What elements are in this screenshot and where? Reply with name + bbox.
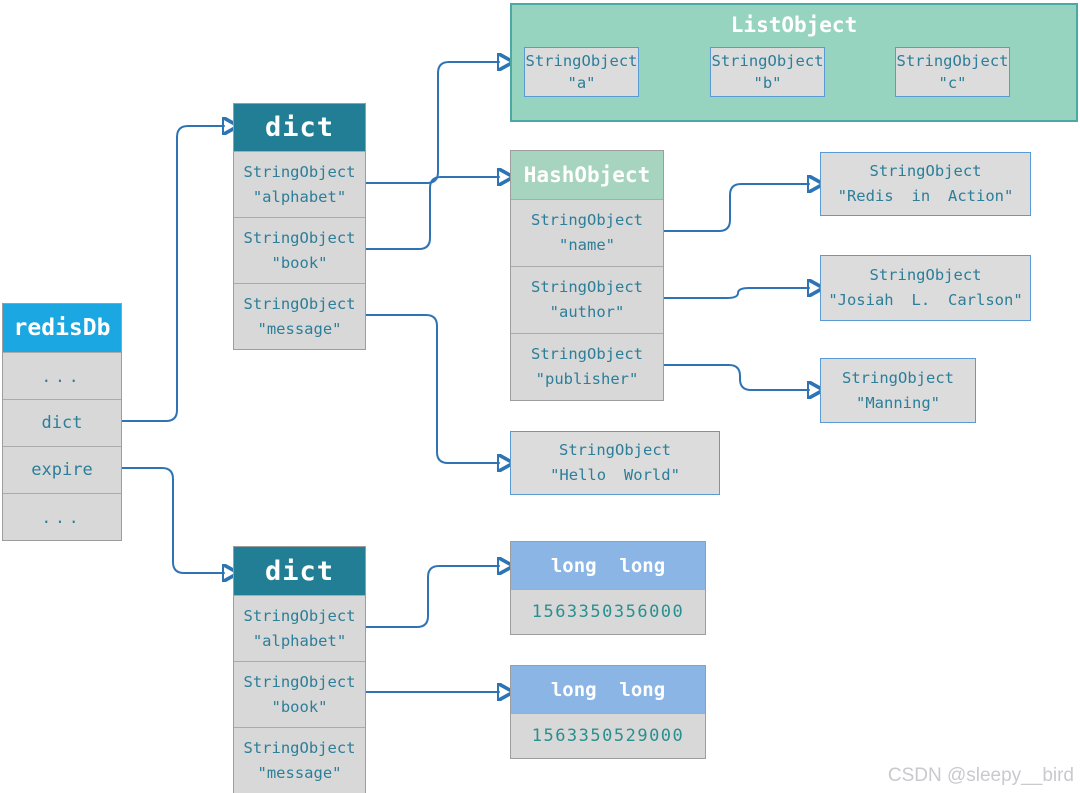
row-type-label: StringObject [243,162,356,181]
stringbox-hello-world: StringObject "Hello World" [510,431,720,495]
row-type-label: StringObject [243,606,356,625]
row-type-label: StringObject [243,294,356,313]
row-type-label: StringObject [531,345,643,363]
arrow-author-to-josiah [663,288,809,299]
arrow-publisher-to-manning [663,364,809,390]
row-value-label: "message" [257,763,342,782]
hashobject-header: HashObject [511,151,663,199]
hashobject-row-publisher: StringObject "publisher" [511,333,663,400]
row-value-label: "Redis in Action" [837,187,1014,205]
listobject-item-a: StringObject "a" [524,47,639,97]
top-dict-row-alphabet: StringObject "alphabet" [234,151,365,217]
hashobject-box: HashObject StringObject "name" StringObj… [510,150,664,401]
row-value-label: "book" [271,253,328,272]
redisdb-header: redisDb [3,304,121,352]
row-value-label: "b" [753,74,782,92]
longlong-box-2: long long 1563350529000 [510,665,706,759]
row-value-label: "name" [559,236,615,254]
top-dict-header: dict [234,104,365,151]
redisdb-row-ellipsis-bottom: ... [3,493,121,540]
row-value-label: "a" [567,74,596,92]
row-value-label: "alphabet" [252,187,347,206]
row-value-label: "book" [271,697,328,716]
row-value-label: "alphabet" [252,631,347,650]
listobject-item-c: StringObject "c" [895,47,1010,97]
listobject-item-b: StringObject "b" [710,47,825,97]
longlong-header: long long [511,542,705,589]
row-type-label: StringObject [243,672,356,691]
row-type-label: StringObject [869,162,982,180]
arrow-alphabet-to-long1 [365,566,499,628]
row-type-label: StringObject [525,52,638,70]
arrow-alphabet-to-listobject [365,62,499,184]
hashobject-row-name: StringObject "name" [511,199,663,266]
csdn-watermark: CSDN @sleepy__bird [887,765,1074,786]
redisdb-row-expire: expire [3,446,121,493]
top-dict-box: dict StringObject "alphabet" StringObjec… [233,103,366,350]
top-dict-row-message: StringObject "message" [234,283,365,349]
row-type-label: StringObject [711,52,824,70]
timestamp-value: 1563350356000 [511,589,705,634]
bottom-dict-row-message: StringObject "message" [234,727,365,793]
row-type-label: StringObject [869,266,982,284]
row-value-label: "Hello World" [550,466,680,484]
bottom-dict-row-book: StringObject "book" [234,661,365,727]
bottom-dict-header: dict [234,547,365,595]
top-dict-row-book: StringObject "book" [234,217,365,283]
redisdb-box: redisDb ... dict expire ... [2,303,122,541]
row-type-label: StringObject [243,738,356,757]
arrow-message-to-helloworld [365,314,499,463]
arrow-redisdb-expire-to-bottom-dict [121,467,224,573]
stringbox-manning: StringObject "Manning" [820,358,976,423]
redisdb-row-ellipsis-top: ... [3,352,121,399]
row-value-label: "Manning" [856,393,940,412]
row-type-label: StringObject [531,278,643,296]
row-type-label: StringObject [559,441,671,459]
bottom-dict-box: dict StringObject "alphabet" StringObjec… [233,546,366,793]
longlong-header: long long [511,666,705,713]
row-type-label: StringObject [243,228,356,247]
row-value-label: "publisher" [535,370,639,388]
arrow-redisdb-dict-to-top-dict [121,126,224,422]
listobject-container: ListObject StringObject "a" StringObject… [510,3,1078,122]
bottom-dict-row-alphabet: StringObject "alphabet" [234,595,365,661]
arrow-name-to-redisinaction [663,184,809,232]
stringbox-redis-in-action: StringObject "Redis in Action" [820,152,1031,216]
row-value-label: "message" [257,319,342,338]
row-value-label: "Josiah L. Carlson" [828,291,1023,309]
redisdb-row-dict: dict [3,399,121,446]
row-type-label: StringObject [842,368,954,387]
hashobject-row-author: StringObject "author" [511,266,663,333]
longlong-box-1: long long 1563350356000 [510,541,706,635]
arrow-book-to-hashobject [365,177,499,250]
listobject-title: ListObject [730,13,858,37]
row-value-label: "c" [938,74,967,92]
timestamp-value: 1563350529000 [511,713,705,758]
row-type-label: StringObject [896,52,1009,70]
row-type-label: StringObject [531,211,643,229]
stringbox-josiah-carlson: StringObject "Josiah L. Carlson" [820,255,1031,321]
row-value-label: "author" [549,303,625,321]
